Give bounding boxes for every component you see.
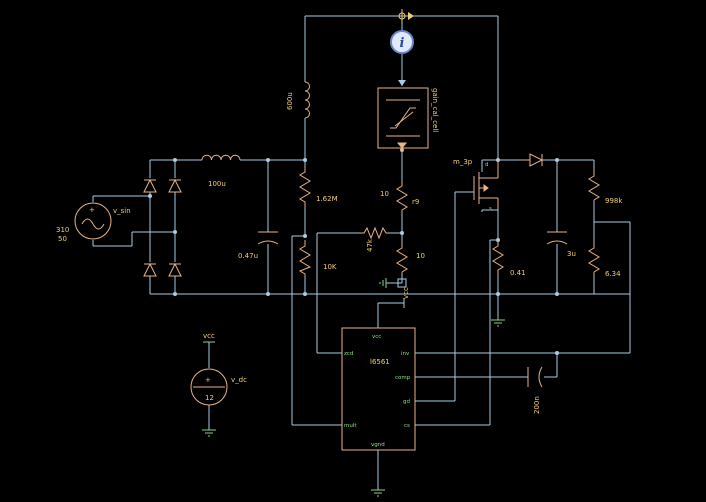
output-diode[interactable] [520,153,544,167]
label-047u: 0.47u [238,252,258,260]
ground-icon [491,316,505,327]
ic-pin-inv: inv [401,351,410,357]
resistor-634[interactable] [588,242,600,276]
label-m-3p: m_3p [453,158,473,166]
svg-text:i: i [400,36,405,51]
label-998k: 998k [605,197,623,205]
pin-label-s: s [489,206,492,212]
label-vcc-battery: vcc [203,332,215,340]
bridge-diode-2[interactable] [168,178,182,193]
label-041: 0.41 [510,269,526,277]
ic-l6561[interactable] [341,327,416,451]
resistor-r9[interactable] [396,180,408,214]
resistor-041[interactable] [492,240,504,276]
ic-pin-cs: cs [404,423,410,429]
pin-label-d: d [485,162,489,168]
resistor-47k[interactable] [360,226,387,240]
label-47k: 47k [366,238,374,252]
ic-pin-comp: comp [395,375,411,381]
label-v-dc: v_dc [231,376,247,384]
ground-icon [379,278,407,288]
ic-name: l6561 [370,358,390,366]
ic-pin-zcd: zcd [344,351,353,357]
inductor-600u[interactable] [304,81,310,119]
battery-icon[interactable]: + [190,341,228,437]
label-10-b: 10 [416,252,425,260]
label-634: 6.34 [605,270,621,278]
capacitor-047u[interactable] [257,231,279,245]
label-10-a: 10 [380,190,389,198]
ic-pin-gd: gd [403,399,410,405]
ac-source-icon[interactable]: + [74,202,112,240]
label-600u: 600u [286,92,294,110]
inductor-100u[interactable] [201,154,241,161]
capacitor-200n[interactable] [527,366,543,388]
label-50: 50 [58,235,67,243]
label-310: 310 [56,226,69,234]
svg-text:+: + [205,376,211,384]
label-3u: 3u [567,250,576,258]
bridge-diode-1[interactable] [143,178,157,193]
resistor-10k[interactable] [298,240,312,276]
label-gain-cal-cell: gain_cal_cell [431,88,439,132]
bridge-diode-3[interactable] [143,262,157,277]
resistor-1p62m[interactable] [299,166,311,208]
current-probe-icon[interactable]: i [390,30,414,86]
capacitor-3u[interactable] [546,231,568,245]
probe-marker-icon[interactable] [398,9,414,24]
svg-text:+: + [89,206,95,214]
gain-cal-cell[interactable] [377,87,429,152]
label-100u: 100u [208,180,226,188]
resistor-998k[interactable] [588,170,600,204]
ground-icon [371,489,385,497]
ic-pin-mult: mult [344,423,357,429]
label-r9: r9 [412,198,419,206]
bridge-diode-4[interactable] [168,262,182,277]
mosfet-icon[interactable] [473,160,499,210]
label-12: 12 [205,394,214,402]
label-10k: 10K [323,263,337,271]
ic-pin-vcc: vcc [372,334,381,340]
label-1p62m: 1.62M [316,195,338,203]
label-v-sin: v_sin [113,207,131,215]
ic-pin-vgnd: vgnd [371,442,385,448]
resistor-10-b[interactable] [396,242,408,274]
wires [92,15,631,490]
label-vcc-top: vcc [402,287,410,299]
label-200n: 200n [533,396,541,414]
